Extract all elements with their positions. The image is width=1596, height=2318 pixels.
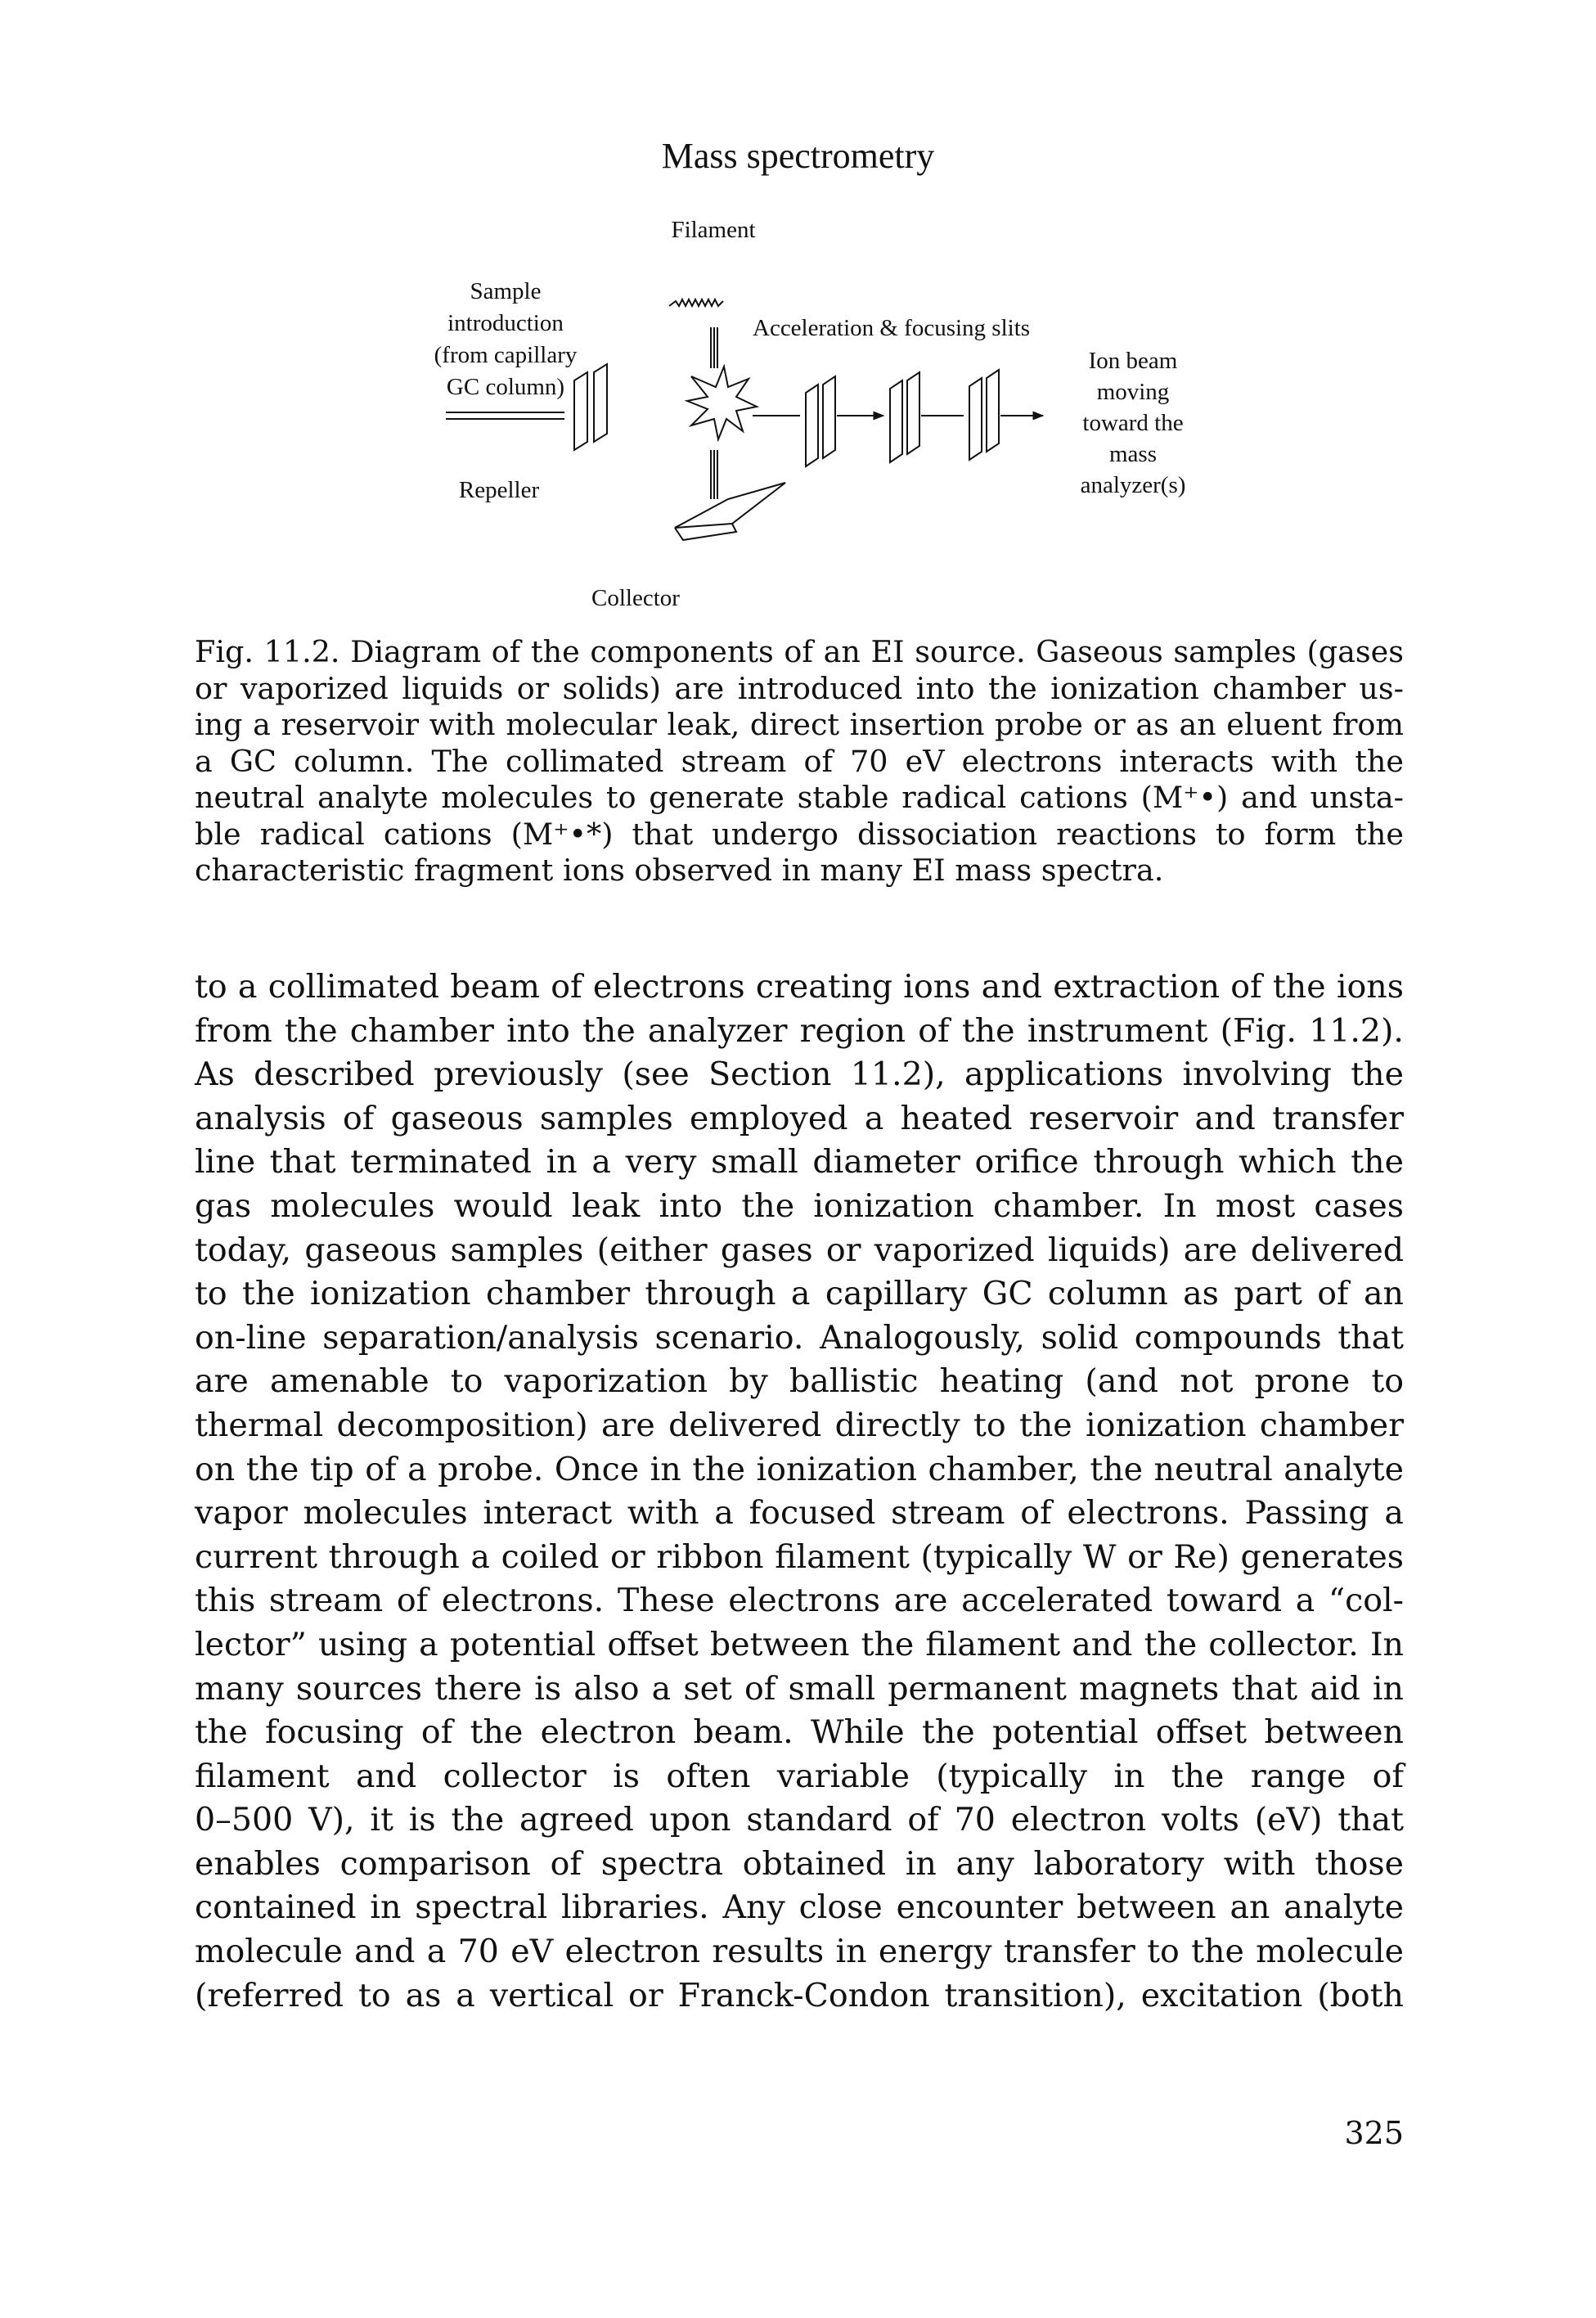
label-beam-3: toward the — [1082, 410, 1183, 436]
label-beam-4: mass — [1109, 441, 1157, 467]
body-line: vapor molecules interact with a focused … — [195, 1494, 1404, 1533]
ionization-burst — [684, 363, 760, 443]
label-collector: Collector — [591, 585, 680, 611]
diagram-svg: Filament Sample introduction (from capil… — [434, 217, 1186, 611]
body-line: filament and collector is often variable… — [195, 1757, 1404, 1795]
body-line: contained in spectral libraries. Any clo… — [195, 1888, 1404, 1927]
filament-coil — [668, 297, 724, 308]
label-sample-4: GC column) — [447, 374, 564, 400]
repeller-plate-1 — [573, 371, 588, 452]
caption-line: or vaporized liquids or solids) are intr… — [195, 670, 1404, 706]
page-number: 325 — [1344, 2115, 1404, 2151]
caption-line: Fig. 11.2. Diagram of the components of … — [195, 634, 1404, 669]
caption-line: ble radical cations (M⁺•*) that undergo … — [195, 816, 1404, 852]
label-sample-2: introduction — [447, 310, 564, 336]
body-line: 0–500 V), it is the agreed upon standard… — [195, 1801, 1404, 1839]
body-line: analysis of gaseous samples employed a h… — [195, 1099, 1404, 1137]
body-line: on the tip of a probe. Once in the ioniz… — [195, 1450, 1404, 1488]
slit-1b — [822, 375, 836, 460]
body-line: from the chamber into the analyzer regio… — [195, 1011, 1404, 1050]
body-line: gas molecules would leak into the ioniza… — [195, 1186, 1404, 1225]
label-sample-3: (from capillary — [434, 342, 578, 368]
collector-plate — [674, 482, 786, 529]
label-beam-2: moving — [1097, 379, 1170, 405]
body-line: the focusing of the electron beam. While… — [195, 1713, 1404, 1752]
body-line: many sources there is also a set of smal… — [195, 1669, 1404, 1708]
label-repeller: Repeller — [459, 477, 540, 503]
slit-2a — [889, 379, 903, 464]
body-line: molecule and a 70 eV electron results in… — [195, 1933, 1404, 1971]
slit-3a — [969, 376, 982, 461]
label-beam-1: Ion beam — [1089, 348, 1178, 374]
label-slits: Acceleration & focusing slits — [753, 315, 1030, 341]
body-line: As described previously (see Section 11.… — [195, 1055, 1404, 1094]
body-line: (referred to as a vertical or Franck-Con… — [195, 1976, 1404, 2014]
body-line: are amenable to vaporization by ballisti… — [195, 1362, 1404, 1401]
caption-line: ing a reservoir with molecular leak, dir… — [195, 707, 1404, 742]
label-beam-5: analyzer(s) — [1081, 472, 1186, 498]
body-line: lector” using a potential offset between… — [195, 1625, 1404, 1663]
slit-1a — [805, 383, 819, 468]
body-line: on-line separation/analysis scenario. An… — [195, 1318, 1404, 1357]
slit-2b — [906, 371, 920, 456]
label-sample-1: Sample — [470, 278, 542, 304]
body-line: to a collimated beam of electrons creati… — [195, 968, 1404, 1006]
repeller-plate-2 — [593, 362, 608, 443]
body-line: to the ionization chamber through a capi… — [195, 1275, 1404, 1313]
slit-3b — [986, 368, 1000, 453]
caption-line: neutral analyte molecules to generate st… — [195, 780, 1404, 815]
body-line: this stream of electrons. These electron… — [195, 1582, 1404, 1620]
label-filament: Filament — [671, 217, 755, 243]
body-line: thermal decomposition) are delivered dir… — [195, 1406, 1404, 1444]
running-head: Mass spectrometry — [661, 136, 935, 176]
body-line: enables comparison of spectra obtained i… — [195, 1844, 1404, 1883]
caption-line: characteristic fragment ions observed in… — [195, 853, 1164, 888]
caption-line: a GC column. The collimated stream of 70… — [195, 743, 1404, 779]
body-text: to a collimated beam of electrons creati… — [195, 965, 1404, 2018]
ei-source-diagram: Filament Sample introduction (from capil… — [360, 205, 1260, 638]
body-line: current through a coiled or ribbon filam… — [195, 1537, 1404, 1576]
body-line: today, gaseous samples (either gases or … — [195, 1231, 1404, 1269]
figure-caption: Fig. 11.2. Diagram of the components of … — [195, 634, 1404, 889]
body-line: line that terminated in a very small dia… — [195, 1143, 1404, 1182]
